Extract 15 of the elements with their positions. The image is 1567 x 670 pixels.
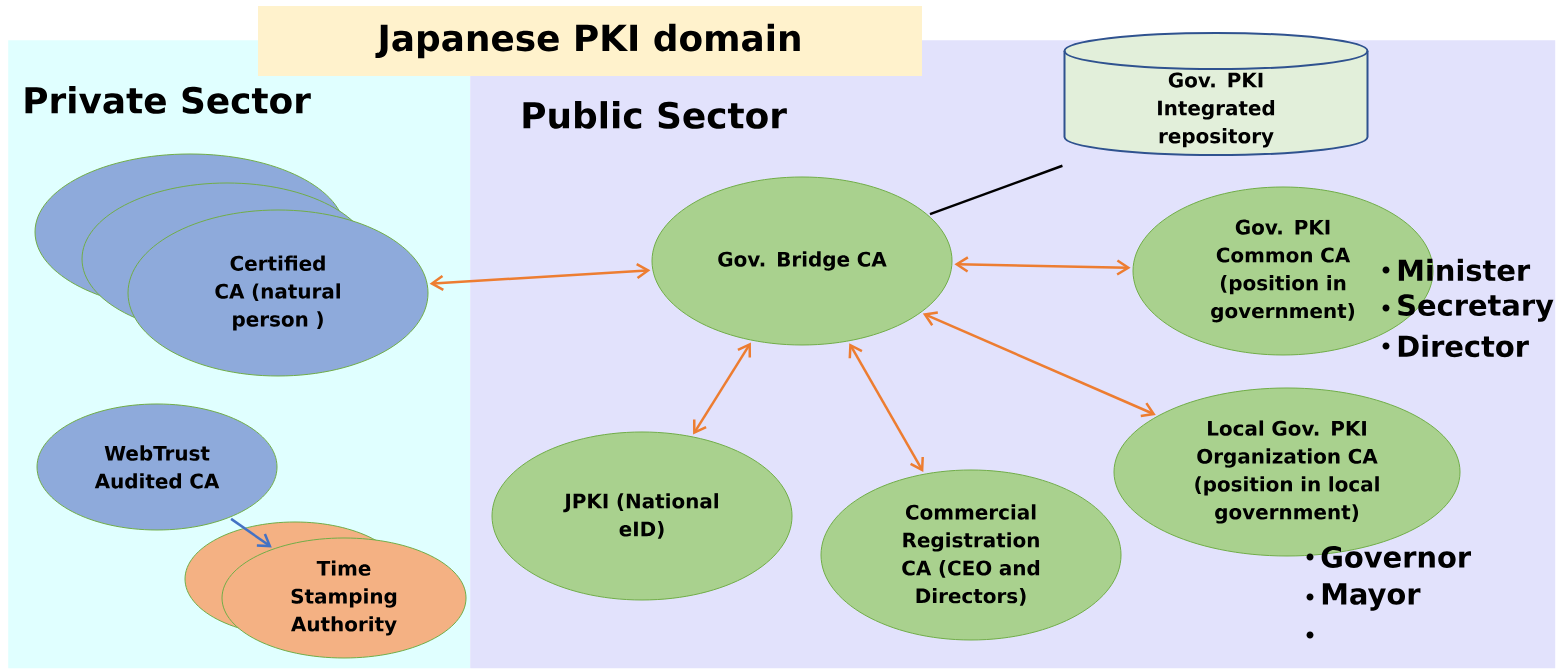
bullet-item: Mayor — [1306, 583, 1421, 611]
stacked-ellipses: Time Stamping Authority — [184, 521, 467, 659]
connector-arrow — [922, 311, 1156, 418]
stacked-ellipses: Certified CA (natural person ) — [34, 153, 429, 377]
connector-arrow — [848, 343, 924, 472]
connector-arrow — [954, 256, 1131, 276]
ellipse-node: Gov. Bridge CA — [651, 176, 953, 346]
connector-arrow — [429, 263, 651, 291]
title-banner: Japanese PKI domain — [258, 6, 922, 76]
ellipse-node: Commercial Registration CA (CEO and Directors) — [820, 469, 1122, 641]
database-cylinder: Gov. PKI Integrated repository — [1063, 32, 1369, 156]
connector-arrow — [230, 517, 272, 548]
ellipse-node: WebTrust Audited CA — [36, 403, 278, 531]
connector-arrow — [693, 342, 752, 435]
ellipse-node: JPKI (National eID) — [491, 431, 793, 601]
